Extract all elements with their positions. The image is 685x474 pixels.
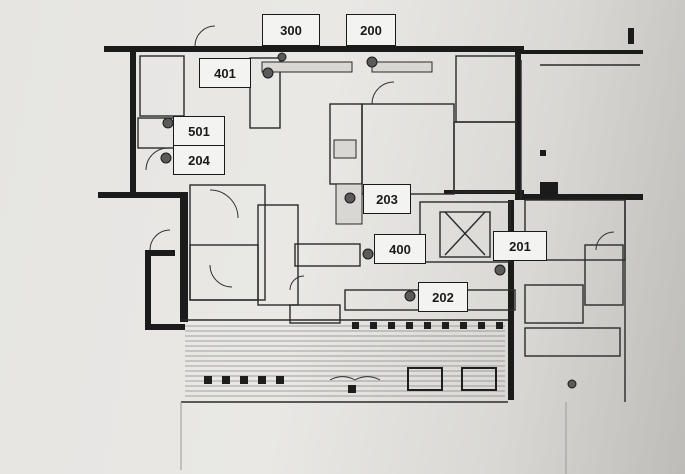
sheet-edges	[180, 402, 567, 474]
room-label-501: 501	[173, 116, 225, 146]
room-label-200: 200	[346, 14, 396, 46]
exterior-walls	[98, 46, 643, 400]
interior-walls	[137, 55, 640, 403]
room-label-201: 201	[493, 231, 547, 261]
hall-tables	[204, 322, 503, 393]
room-label-204: 204	[173, 145, 225, 175]
column-marks	[540, 28, 634, 196]
hall-hatching	[185, 325, 505, 397]
room-label-202: 202	[418, 282, 468, 312]
room-label-300: 300	[262, 14, 320, 46]
door-swings	[145, 25, 615, 381]
room-label-401: 401	[199, 58, 251, 88]
room-label-400: 400	[374, 234, 426, 264]
room-label-203: 203	[363, 184, 411, 214]
kitchen-equipment	[261, 61, 433, 225]
